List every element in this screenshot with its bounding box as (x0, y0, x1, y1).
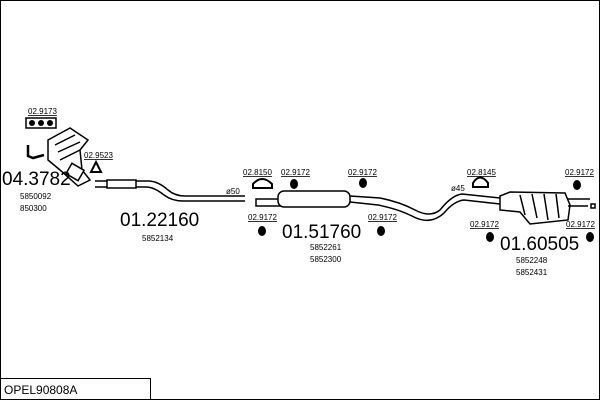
clamp-icon (252, 178, 273, 189)
rubber-label: 02.9172 (348, 168, 377, 177)
rear-silencer-ref: 5852431 (516, 268, 548, 277)
rubber-label: 02.9172 (248, 213, 277, 222)
cat-gasket-label: 02.9523 (84, 151, 113, 160)
rubber-mount-icon (573, 180, 581, 190)
sensor-icon (26, 145, 45, 160)
rubber-label: 02.9172 (566, 220, 595, 229)
manifold-part[interactable] (47, 127, 92, 187)
rubber-label: 02.9172 (281, 168, 310, 177)
rubber-label: 02.9172 (470, 220, 499, 229)
gasket-set-label: 02.9173 (28, 107, 57, 116)
middle-silencer-part[interactable] (255, 190, 501, 222)
rubber-label: 02.9172 (368, 213, 397, 222)
middle-silencer-ref: 5852300 (310, 255, 342, 264)
manifold-ref: 5850092 (20, 192, 52, 201)
manifold-number[interactable]: 04.3782 (2, 169, 71, 190)
rear-silencer-number[interactable]: 01.60505 (500, 234, 579, 255)
rubber-mount-icon (290, 179, 298, 189)
rear-diameter: ø45 (451, 184, 465, 193)
title-code: OPEL90808A (4, 383, 77, 397)
cat-gasket-icon (89, 159, 103, 173)
front-pipe-number[interactable]: 01.22160 (120, 210, 199, 231)
rubber-mount-icon (586, 232, 594, 242)
rear-silencer-ref: 5852248 (516, 256, 548, 265)
front-pipe-part[interactable] (95, 179, 245, 202)
rubber-mount-icon (486, 232, 494, 242)
rubber-mount-icon (258, 226, 266, 236)
front-pipe-ref: 5852134 (142, 234, 174, 243)
rear-silencer-part[interactable] (499, 191, 596, 225)
clamp-front-label: 02.8150 (243, 168, 272, 177)
rubber-mount-icon (377, 226, 385, 236)
middle-silencer-ref: 5852261 (310, 243, 342, 252)
rubber-label: 02.9172 (565, 168, 594, 177)
clamp-rear-label: 02.8145 (467, 168, 496, 177)
manifold-ref: 850300 (20, 204, 47, 213)
clamp-icon (472, 176, 489, 188)
middle-silencer-number[interactable]: 01.51760 (282, 222, 361, 243)
gasket-set-icon (25, 117, 57, 129)
rubber-mount-icon (359, 178, 367, 188)
front-diameter: ø50 (226, 187, 240, 196)
